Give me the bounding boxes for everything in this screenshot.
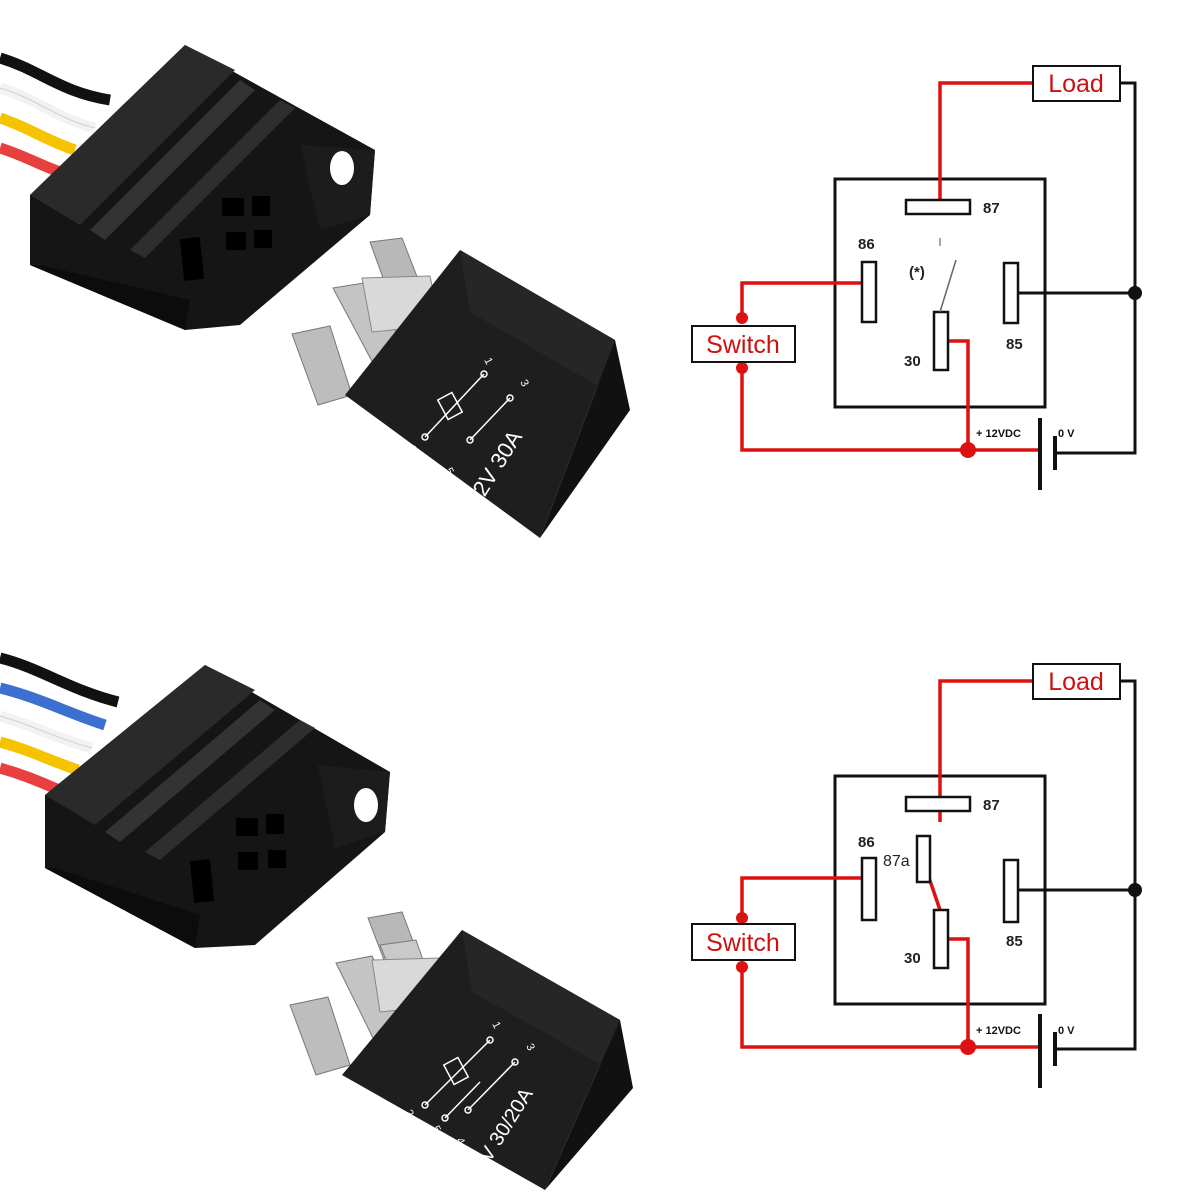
terminal-85 <box>1002 261 1020 325</box>
top-relay-photo: 1 3 2 5 12V 30A <box>291 237 630 538</box>
pin-label-30: 30 <box>904 353 921 370</box>
positive-wires <box>740 81 1040 452</box>
load-box <box>1032 65 1121 102</box>
pin-label-87: 87 <box>983 797 1000 814</box>
relay-socket <box>45 665 390 948</box>
supply-junction <box>960 1039 976 1055</box>
supply-positive-label: + 12VDC <box>976 1025 1021 1037</box>
pin-label-85: 85 <box>1006 336 1023 353</box>
pin-label-86: 86 <box>858 236 875 253</box>
ground-wires <box>1017 679 1137 1051</box>
load-label: Load <box>1048 70 1104 98</box>
ground-wires <box>1017 81 1137 455</box>
terminal-30 <box>932 908 950 970</box>
switch-contact <box>939 259 957 313</box>
pin-number-2: 2 <box>402 1108 415 1119</box>
pin-number-3: 3 <box>517 378 530 389</box>
socket-wires <box>0 652 120 798</box>
terminal-86 <box>860 260 878 324</box>
switch-box <box>691 325 796 363</box>
top-socket-photo <box>0 45 375 330</box>
terminal-87 <box>904 795 972 813</box>
pin-label-87: 87 <box>983 200 1000 217</box>
pin-label-30: 30 <box>904 950 921 967</box>
switch-marker: (*) <box>909 264 925 281</box>
switch-terminal-top <box>736 912 748 924</box>
pin-number-1: 1 <box>489 1020 502 1031</box>
junction-dot <box>1128 883 1142 897</box>
terminal-30 <box>932 310 950 372</box>
relay-body: 1 3 2 5 12V 30A <box>345 250 630 538</box>
bottom-wiring-diagram: Load Switch 87 87a 86 85 30 + 12VDC 0 V <box>691 663 1142 1088</box>
pin-number-2: 2 <box>405 444 418 455</box>
terminal-87a <box>915 834 932 884</box>
pin-number-5: 5 <box>429 1124 442 1135</box>
pin-label-85: 85 <box>1006 933 1023 950</box>
top-wiring-diagram: Load Switch 87 86 85 30 (*) + 12VDC 0 V <box>691 65 1142 490</box>
switch-terminal-bottom <box>736 362 748 374</box>
supply-negative-label: 0 V <box>1058 1025 1075 1037</box>
supply-negative-label: 0 V <box>1058 428 1075 440</box>
pin-label-86: 86 <box>858 834 875 851</box>
load-box <box>1032 663 1121 700</box>
relay-schematic-marking <box>421 1036 519 1122</box>
pin-number-5: 5 <box>442 466 455 477</box>
switch-terminal-top <box>736 312 748 324</box>
junction-dot <box>1128 286 1142 300</box>
pin-number-1: 1 <box>481 356 494 367</box>
terminal-86 <box>860 856 878 922</box>
supply-junction <box>960 442 976 458</box>
terminal-87 <box>904 198 972 216</box>
switch-box <box>691 923 796 961</box>
terminal-85 <box>1002 858 1020 924</box>
socket-wires <box>0 52 111 178</box>
bottom-socket-photo <box>0 652 390 948</box>
pin-label-87a: 87a <box>883 853 910 870</box>
load-label: Load <box>1048 668 1104 696</box>
switch-label: Switch <box>706 331 780 359</box>
positive-wires <box>740 679 1040 1049</box>
switch-label: Switch <box>706 929 780 957</box>
bottom-relay-photo: 1 3 2 5 4 12V 30/20A <box>289 911 633 1190</box>
pin-number-3: 3 <box>523 1042 536 1053</box>
mount-hole <box>354 788 378 822</box>
relay-schematic-marking <box>421 370 514 444</box>
switch-terminal-bottom <box>736 961 748 973</box>
relay-socket <box>30 45 375 330</box>
pin-number-4: 4 <box>453 1136 466 1147</box>
supply-positive-label: + 12VDC <box>976 428 1021 440</box>
mount-hole <box>330 151 354 185</box>
